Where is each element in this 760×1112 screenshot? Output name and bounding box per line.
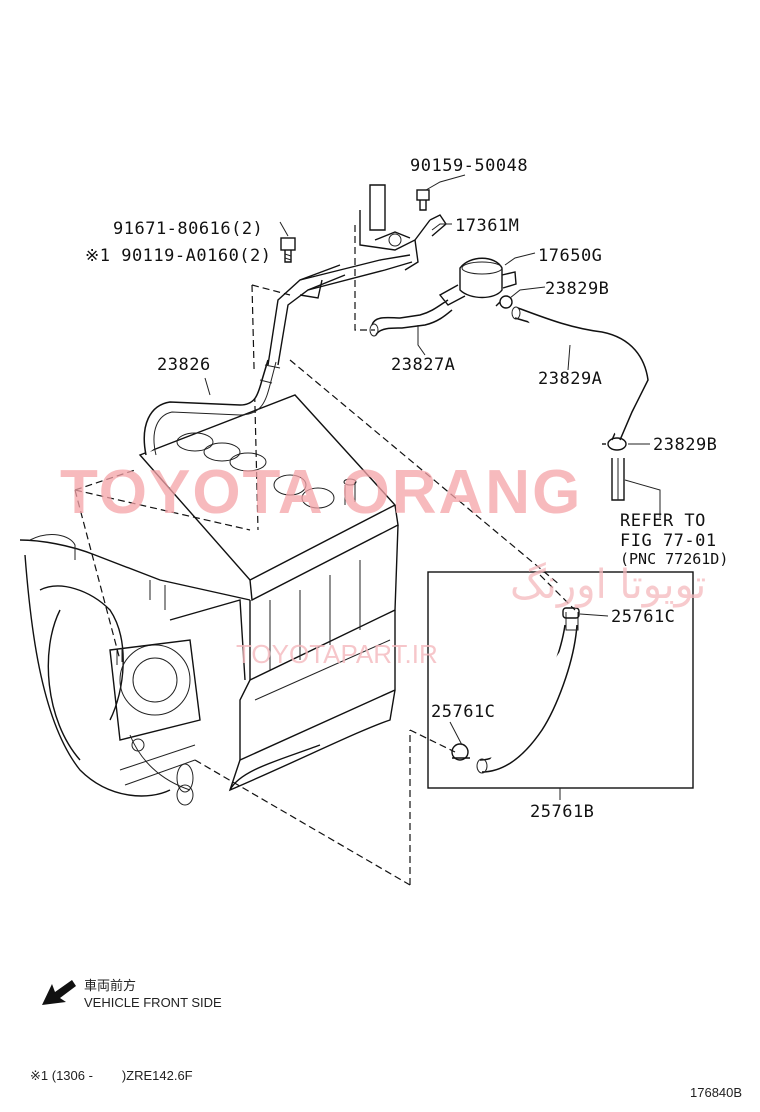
clamp-25761c-upper-icon xyxy=(562,607,580,619)
label-bolt-top: 90159-50048 xyxy=(410,156,528,176)
label-hose-b: 23829A xyxy=(538,369,602,389)
watermark-url: TOYOTAPART.IR xyxy=(236,639,438,669)
clamp-25761c-lower-icon xyxy=(451,743,470,761)
label-bolt-left-2: ※1 90119-A0160(2) xyxy=(85,246,272,266)
footnote: ※1 (1306 - )ZRE142.6F xyxy=(30,1068,193,1083)
front-direction-arrow-icon xyxy=(42,980,76,1005)
engine-illustration xyxy=(19,394,399,806)
label-hose-assy: 25761B xyxy=(530,802,594,822)
direction-jp: 車両前方 xyxy=(84,978,136,993)
label-refer-2: FIG 77-01 xyxy=(620,531,717,551)
watermark-brand: TOYOTA ORANG xyxy=(60,458,582,527)
part-labels: 90159-50048 17361M 17650G 23829B 23827A … xyxy=(85,156,728,822)
footer: 車両前方 VEHICLE FRONT SIDE ※1 (1306 - )ZRE1… xyxy=(30,978,742,1100)
label-valve: 17650G xyxy=(538,246,602,266)
hose-23827a-icon xyxy=(369,299,453,337)
bolt-91671-icon xyxy=(280,237,296,263)
clip-23829b-upper-icon xyxy=(495,295,513,309)
bracket-17361m-icon xyxy=(359,184,447,271)
direction-en: VEHICLE FRONT SIDE xyxy=(84,995,222,1010)
label-bolt-left-1: 91671-80616(2) xyxy=(113,219,263,239)
label-refer-3: (PNC 77261D) xyxy=(620,550,728,568)
refer-pipe-icon xyxy=(611,458,625,501)
bolt-90159-icon xyxy=(416,189,430,211)
label-clip-b: 23829B xyxy=(653,435,717,455)
label-refer-1: REFER TO xyxy=(620,511,706,531)
label-clamp-lower: 25761C xyxy=(431,702,495,722)
label-clip-a: 23829B xyxy=(545,279,609,299)
label-pipe: 23826 xyxy=(157,355,211,375)
label-hose-a: 23827A xyxy=(391,355,455,375)
watermark-persian: تویوتا اورنگ xyxy=(510,562,706,608)
figure-id: 176840B xyxy=(690,1085,742,1100)
label-clamp-upper: 25761C xyxy=(611,607,675,627)
leader-lines xyxy=(204,174,661,800)
reference-lines xyxy=(74,225,576,886)
watermark: TOYOTA ORANG تویوتا اورنگ TOYOTAPART.IR xyxy=(60,458,706,669)
breather-pipe-23826 xyxy=(143,254,413,456)
valve-17650g-icon xyxy=(438,257,517,306)
hose-23829a-icon xyxy=(511,306,649,441)
clip-23829b-lower-icon xyxy=(602,437,627,451)
label-bracket: 17361M xyxy=(455,216,519,236)
